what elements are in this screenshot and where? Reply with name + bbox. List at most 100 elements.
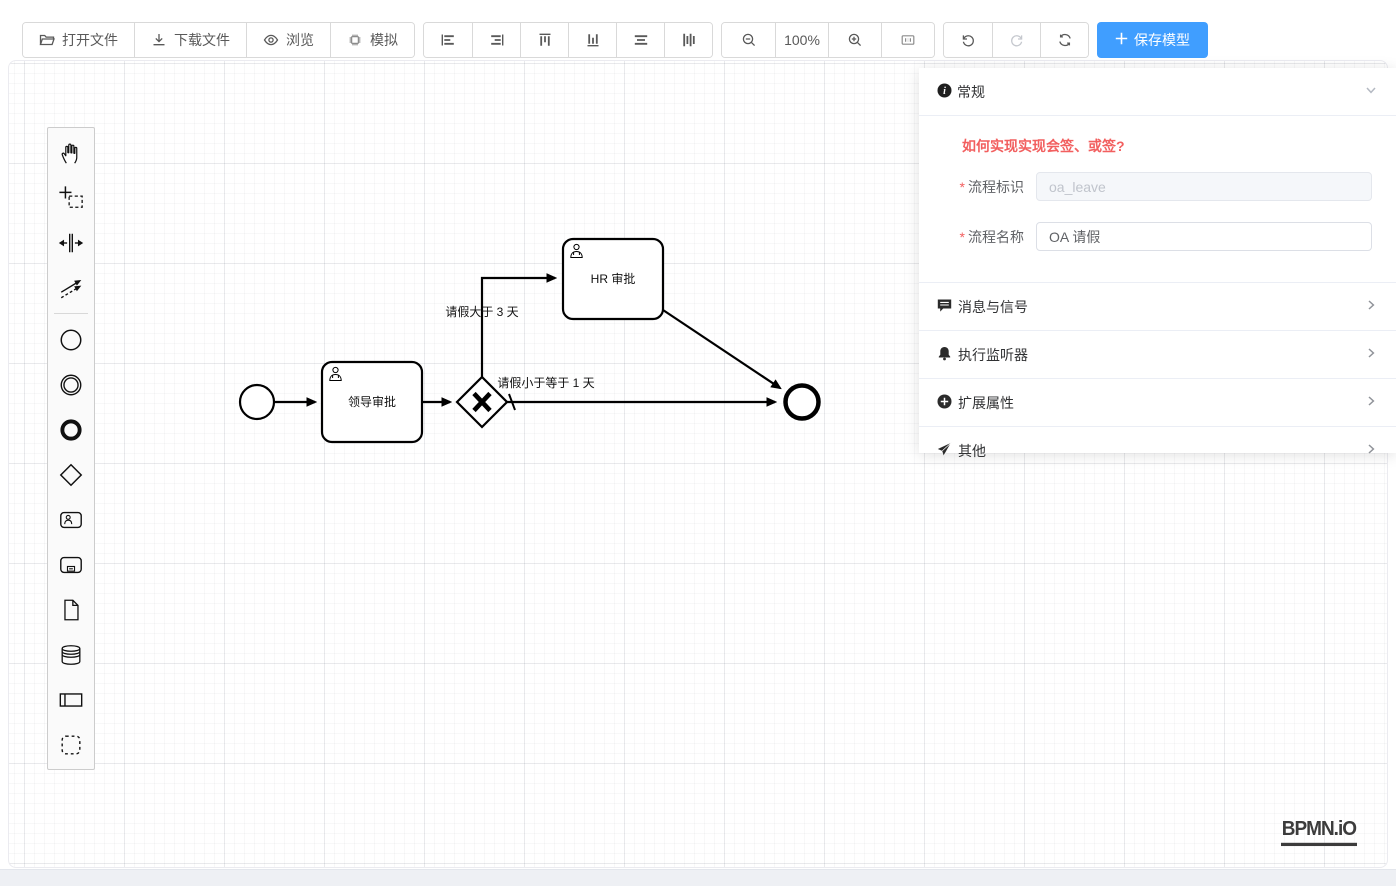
space-tool-icon[interactable] [48, 220, 94, 265]
zoom-in-icon [847, 32, 863, 48]
align-top-icon [537, 32, 553, 48]
zoom-in-button[interactable] [828, 23, 881, 57]
bpmn-diagram: 领导审批 请假大于 3 天 HR 审批 请假小于等于 1 天 [238, 237, 821, 444]
group-icon[interactable] [48, 722, 94, 767]
intermediate-event-icon[interactable] [48, 362, 94, 407]
align-bottom-icon [585, 32, 601, 48]
exclusive-gateway[interactable] [455, 375, 509, 429]
global-connect-icon[interactable] [48, 265, 94, 310]
save-model-button[interactable]: 保存模型 [1097, 22, 1208, 58]
history-button-group [943, 22, 1089, 58]
task-hr-approve[interactable]: HR 审批 [561, 237, 665, 321]
countersign-doc-link[interactable]: 如何实现实现会签、或签? [962, 138, 1125, 154]
hand-tool-icon[interactable] [48, 130, 94, 175]
bell-icon [937, 346, 952, 364]
undo-icon [960, 32, 976, 48]
start-event[interactable] [238, 383, 276, 421]
required-asterisk: * [959, 228, 965, 245]
align-left-button[interactable] [424, 23, 472, 57]
reset-zoom-icon [900, 32, 916, 48]
bpmn-io-watermark[interactable]: BPMN.iO [1280, 818, 1357, 847]
eye-icon [263, 32, 279, 48]
redo-button[interactable] [992, 23, 1040, 57]
folder-open-icon [39, 32, 55, 48]
reset-zoom-button[interactable] [881, 23, 934, 57]
subprocess-icon[interactable] [48, 542, 94, 587]
flow-task2-to-end[interactable] [662, 309, 780, 388]
align-button-group [423, 22, 713, 58]
align-left-icon [440, 32, 456, 48]
preview-button[interactable]: 浏览 [246, 23, 330, 57]
lasso-tool-icon[interactable] [48, 175, 94, 220]
process-id-label: *流程标识 [959, 178, 1024, 195]
chevron-right-icon [1364, 298, 1378, 315]
panel-section-other[interactable]: 其他 [919, 426, 1396, 474]
panel-section-messages-label: 消息与信号 [958, 298, 1028, 315]
footer-strip [0, 869, 1396, 886]
gateway-icon[interactable] [48, 452, 94, 497]
user-task-icon[interactable] [48, 497, 94, 542]
save-model-label: 保存模型 [1134, 32, 1190, 48]
default-flow-marker [508, 393, 516, 411]
general-section-body: 如何实现实现会签、或签? *流程标识 *流程名称 [919, 116, 1396, 282]
process-name-row: *流程名称 [938, 222, 1372, 251]
simulation-label: 模拟 [370, 32, 398, 48]
redo-icon [1009, 32, 1025, 48]
align-center-vertical-icon [633, 32, 649, 48]
flow-label-gt-3-days: 请假大于 3 天 [445, 305, 518, 319]
open-file-label: 打开文件 [62, 32, 118, 48]
participant-icon[interactable] [48, 677, 94, 722]
align-center-vertical-button[interactable] [616, 23, 664, 57]
panel-section-ext-properties-label: 扩展属性 [958, 394, 1014, 411]
open-file-button[interactable]: 打开文件 [23, 23, 134, 57]
download-file-label: 下载文件 [174, 32, 230, 48]
process-id-input[interactable] [1036, 172, 1372, 201]
align-center-horizontal-button[interactable] [664, 23, 712, 57]
chevron-right-icon [1364, 394, 1378, 411]
data-store-icon[interactable] [48, 632, 94, 677]
align-center-horizontal-icon [681, 32, 697, 48]
download-icon [151, 32, 167, 48]
chevron-down-icon [1364, 83, 1378, 100]
align-top-button[interactable] [520, 23, 568, 57]
undo-button[interactable] [944, 23, 992, 57]
panel-section-listeners-label: 执行监听器 [958, 346, 1028, 363]
flow-label-lte-1-day: 请假小于等于 1 天 [497, 376, 594, 390]
align-bottom-button[interactable] [568, 23, 616, 57]
panel-section-listeners[interactable]: 执行监听器 [919, 330, 1396, 378]
align-right-icon [489, 32, 505, 48]
simulation-button[interactable]: 模拟 [330, 23, 414, 57]
panel-section-ext-properties[interactable]: 扩展属性 [919, 378, 1396, 426]
panel-section-general[interactable]: i 常规 [919, 68, 1396, 116]
process-name-input[interactable] [1036, 222, 1372, 251]
task-hr-approve-label: HR 审批 [591, 271, 636, 286]
panel-section-other-label: 其他 [958, 442, 986, 459]
preview-label: 浏览 [286, 32, 314, 48]
start-event-icon[interactable] [48, 317, 94, 362]
bpmn-canvas[interactable]: 领导审批 请假大于 3 天 HR 审批 请假小于等于 1 天 BPMN.iO [8, 60, 1388, 868]
panel-header-label: 常规 [957, 83, 985, 100]
zoom-button-group: 100% [721, 22, 935, 58]
end-event[interactable] [783, 383, 821, 421]
zoom-level: 100% [775, 23, 828, 57]
plus-icon [1115, 32, 1128, 48]
flow-gateway-to-task2[interactable] [480, 278, 555, 377]
panel-section-messages[interactable]: 消息与信号 [919, 282, 1396, 330]
task-leader-approve-label: 领导审批 [348, 394, 396, 409]
end-event-icon[interactable] [48, 407, 94, 452]
process-id-row: *流程标识 [938, 172, 1372, 201]
data-object-icon[interactable] [48, 587, 94, 632]
plus-circle-icon [937, 394, 952, 412]
toolbar: 打开文件 下载文件 浏览 [22, 22, 1374, 58]
message-icon [937, 298, 952, 316]
chevron-right-icon [1364, 346, 1378, 363]
align-right-button[interactable] [472, 23, 520, 57]
zoom-out-button[interactable] [722, 23, 775, 57]
restart-icon-button[interactable] [1040, 23, 1088, 57]
chevron-right-icon [1364, 442, 1378, 459]
download-file-button[interactable]: 下载文件 [134, 23, 246, 57]
bpmn-palette [47, 127, 95, 770]
info-icon: i [937, 83, 952, 101]
task-leader-approve[interactable]: 领导审批 [320, 360, 424, 444]
zoom-out-icon [741, 32, 757, 48]
